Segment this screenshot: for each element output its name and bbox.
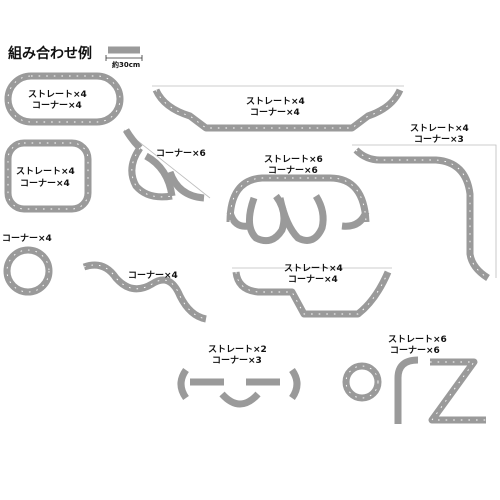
example-wave: コーナー×4 — [82, 261, 207, 323]
caption-arc-bottom-line2: コーナー×4 — [288, 274, 338, 285]
example-circle: コーナー×4 — [2, 233, 53, 296]
caption-fan-line1: コーナー×6 — [156, 148, 206, 159]
caption-arc-top-line2: コーナー×4 — [250, 107, 300, 118]
example-clover: ストレート×6 コーナー×6 — [226, 154, 370, 245]
caption-square-line1: ストレート×4 — [16, 166, 75, 177]
page-title: 組み合わせ例 — [8, 45, 92, 62]
example-arc-bottom: ストレート×4 コーナー×4 — [232, 263, 392, 318]
caption-circle-line1: コーナー×4 — [2, 233, 52, 244]
caption-clover-line2: コーナー×6 — [268, 165, 318, 176]
caption-face-line1: ストレート×2 — [208, 344, 267, 355]
example-arc-top: ストレート×4 コーナー×4 — [152, 85, 404, 132]
example-face: ストレート×2 コーナー×3 — [177, 344, 301, 408]
caption-square-line2: コーナー×4 — [20, 178, 70, 189]
caption-orz-line2: コーナー×6 — [390, 345, 440, 356]
caption-oval-line2: コーナー×4 — [32, 100, 82, 111]
caption-arc-top-line1: ストレート×4 — [246, 96, 305, 107]
caption-arc-bottom-line1: ストレート×4 — [284, 263, 343, 274]
scale-bar: 約30cm — [105, 46, 143, 69]
example-rounded-square: ストレート×4 コーナー×4 — [4, 139, 92, 213]
example-oval: ストレート×4 コーナー×4 — [4, 72, 124, 126]
caption-right-angle-line1: ストレート×4 — [410, 123, 469, 134]
caption-wave-line1: コーナー×4 — [128, 270, 178, 281]
example-fan: コーナー×6 — [122, 128, 211, 202]
example-right-angle: ストレート×4 コーナー×3 — [352, 123, 497, 281]
caption-clover-line1: ストレート×6 — [264, 154, 323, 165]
caption-face-line2: コーナー×3 — [212, 355, 262, 366]
example-orz: ストレート×6 コーナー×6 — [342, 334, 486, 424]
caption-oval-line1: ストレート×4 — [28, 89, 87, 100]
caption-right-angle-line2: コーナー×3 — [414, 134, 464, 145]
caption-orz-line1: ストレート×6 — [388, 334, 447, 345]
scale-label: 約30cm — [112, 60, 140, 69]
